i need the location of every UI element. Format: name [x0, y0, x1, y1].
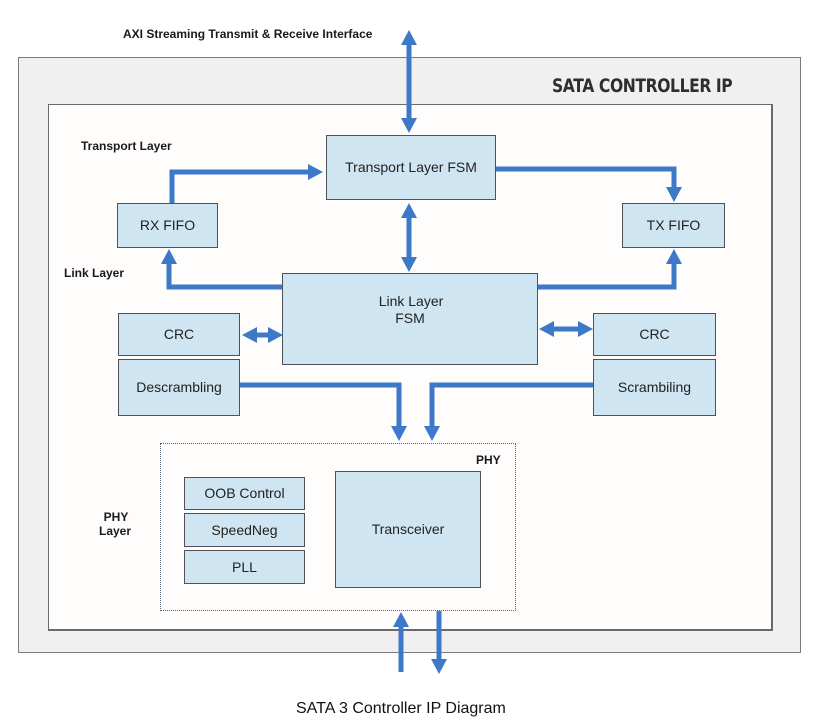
tx-fifo-block: TX FIFO	[622, 203, 725, 248]
rx-fifo-to-transport-arrow	[169, 163, 323, 203]
rx-fifo-block: RX FIFO	[117, 203, 218, 248]
link-layer-fsm-label-line2: FSM	[395, 310, 425, 326]
link-layer-fsm-block: Link Layer FSM	[282, 273, 538, 365]
transceiver-block: Transceiver	[335, 471, 481, 588]
oob-control-block: OOB Control	[184, 477, 305, 510]
phy-group-label: PHY	[476, 453, 501, 467]
pll-block: PLL	[184, 550, 305, 584]
diagram-caption: SATA 3 Controller IP Diagram	[296, 700, 506, 717]
oob-control-label: OOB Control	[204, 485, 285, 501]
crc-left-block: CRC	[118, 313, 240, 356]
scrambling-label: Scrambiling	[617, 379, 692, 395]
link-fsm-to-rx-fifo-arrow	[160, 249, 282, 290]
phy-group	[160, 443, 516, 611]
transport-to-tx-fifo-arrow	[496, 166, 683, 202]
link-layer-label: Link Layer	[64, 266, 125, 280]
speedneg-block: SpeedNeg	[184, 513, 305, 547]
link-fsm-to-tx-fifo-arrow	[538, 249, 682, 290]
transport-layer-label: Transport Layer	[81, 139, 172, 153]
scrambling-to-phy-arrow	[424, 382, 593, 441]
transport-layer-fsm-label: Transport Layer FSM	[345, 159, 477, 175]
transceiver-label: Transceiver	[371, 521, 445, 537]
pll-label: PLL	[232, 558, 257, 575]
speedneg-label: SpeedNeg	[211, 521, 278, 538]
crc-right-block: CRC	[593, 313, 716, 356]
rx-fifo-label: RX FIFO	[139, 217, 196, 233]
phy-layer-label: PHY Layer	[99, 510, 132, 538]
axi-interface-label: AXI Streaming Transmit & Receive Interfa…	[123, 27, 373, 41]
descrambling-to-phy-arrow	[240, 382, 408, 441]
scrambling-block: Scrambiling	[593, 359, 716, 416]
phy-layer-label-line1: PHY	[103, 510, 129, 524]
sata-controller-ip-title: SATA CONTROLLER IP	[552, 75, 733, 97]
tx-fifo-label: TX FIFO	[646, 217, 701, 233]
transport-layer-fsm-block: Transport Layer FSM	[326, 135, 496, 200]
descrambling-block: Descrambling	[118, 359, 240, 416]
crc-left-label: CRC	[163, 326, 195, 342]
link-layer-fsm-label-line1: Link Layer	[378, 293, 444, 309]
descrambling-label: Descrambling	[136, 379, 222, 395]
phy-layer-label-line2: Layer	[99, 524, 132, 538]
crc-right-label: CRC	[639, 326, 670, 342]
